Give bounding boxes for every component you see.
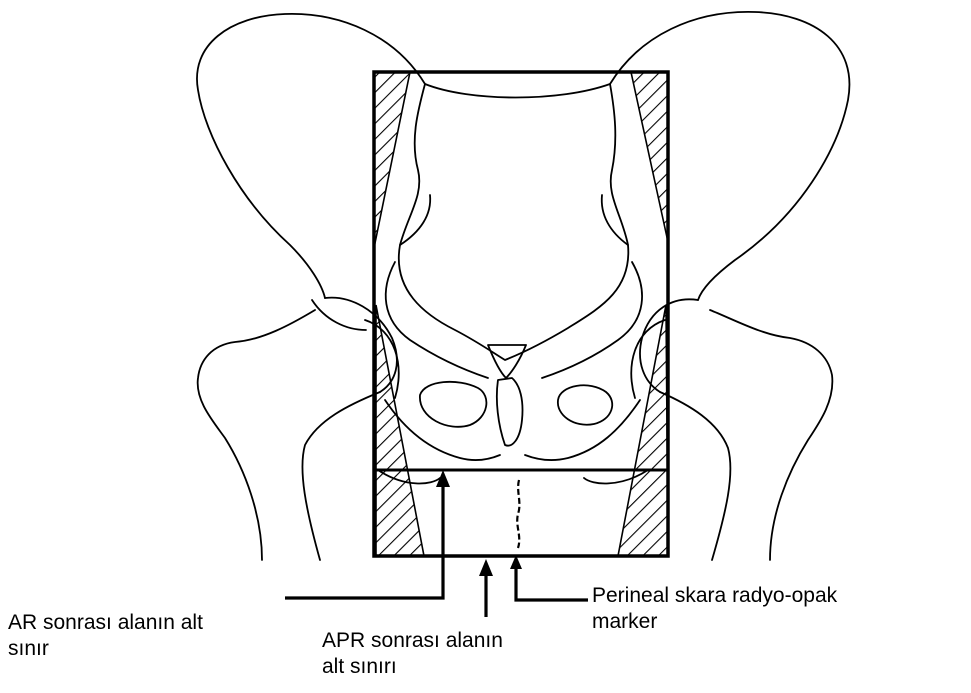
coccyx-lower [497, 378, 523, 446]
apr-arrowhead [479, 559, 493, 576]
coccyx-upper [488, 345, 526, 378]
right-pelvic-brim [542, 262, 642, 378]
ar-lower-border-label: AR sonrası alanın alt sınır [8, 610, 288, 662]
left-upper-shield [374, 72, 410, 248]
right-femur-inner [660, 392, 730, 560]
perineal-marker-label: Perineal skara radyo-opak marker [592, 583, 967, 635]
left-femur-inner [302, 392, 380, 560]
perineal-leader-line [516, 566, 588, 600]
right-upper-shield [631, 72, 668, 242]
left-obturator-foramen [420, 382, 487, 427]
right-obturator-foramen [558, 385, 612, 424]
perineal-scar-marker [517, 480, 519, 548]
left-femur [198, 310, 315, 560]
right-femur [710, 310, 832, 560]
sacrum [399, 84, 629, 360]
right-ischium [525, 400, 640, 460]
right-iliac-wing [610, 12, 849, 300]
sacrum-top [425, 84, 610, 98]
apr-lower-border-label: APR sonrası alanın alt sınırı [322, 628, 582, 680]
left-lower-shield [376, 305, 424, 556]
right-lower-shield [618, 305, 668, 556]
